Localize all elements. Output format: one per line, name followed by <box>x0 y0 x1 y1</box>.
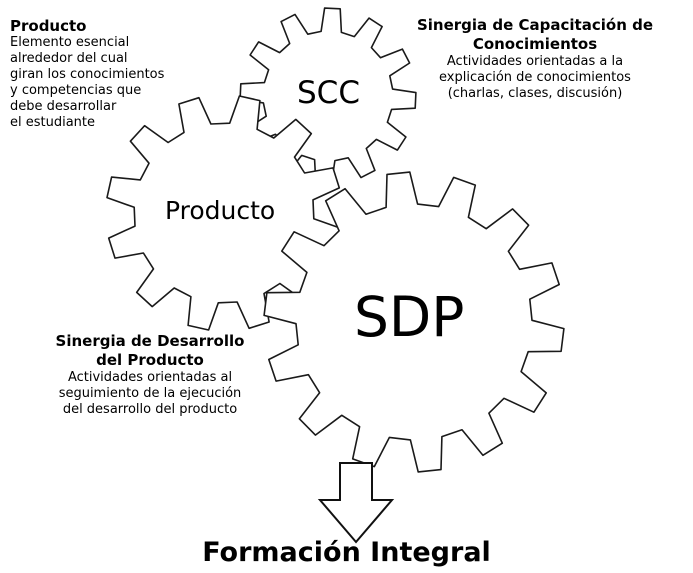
producto-note: Producto Elemento esencial alrededor del… <box>10 18 164 131</box>
producto-note-title: Producto <box>10 17 87 35</box>
sdp-note-title: del Producto <box>96 351 204 369</box>
scc-note-line: explicación de conocimientos <box>439 70 631 85</box>
gear-sdp <box>263 171 565 473</box>
producto-note-line: el estudiante <box>10 115 96 130</box>
producto-note-line: giran los conocimientos <box>10 67 165 82</box>
sdp-note-line: del desarrollo del producto <box>62 402 238 417</box>
gear-label-scc: SCC <box>297 75 360 111</box>
down-arrow <box>317 462 395 544</box>
scc-note-title: Sinergia de Capacitación de <box>416 16 653 34</box>
producto-note-line: debe desarrollar <box>10 99 117 114</box>
gear-label-sdp: SDP <box>354 285 465 349</box>
sdp-note-line: Actividades orientadas al <box>67 370 233 385</box>
producto-note-line: Elemento esencial <box>10 35 130 50</box>
producto-note-line: y competencias que <box>10 83 142 98</box>
sdp-note-title: Sinergia de Desarrollo <box>55 332 245 350</box>
scc-note: Sinergia de Capacitación de Conocimiento… <box>380 16 690 102</box>
result-title: Formación Integral <box>202 537 491 568</box>
sdp-note: Sinergia de Desarrollo del Producto Acti… <box>10 332 290 418</box>
gear-producto <box>106 95 342 331</box>
producto-note-line: alrededor del cual <box>10 51 128 66</box>
scc-note-line: Actividades orientadas a la <box>446 54 624 69</box>
scc-note-line: (charlas, clases, discusión) <box>447 86 623 101</box>
scc-note-title: Conocimientos <box>472 35 598 53</box>
sdp-note-line: seguimiento de la ejecución <box>58 386 242 401</box>
gear-label-producto: Producto <box>165 196 276 225</box>
